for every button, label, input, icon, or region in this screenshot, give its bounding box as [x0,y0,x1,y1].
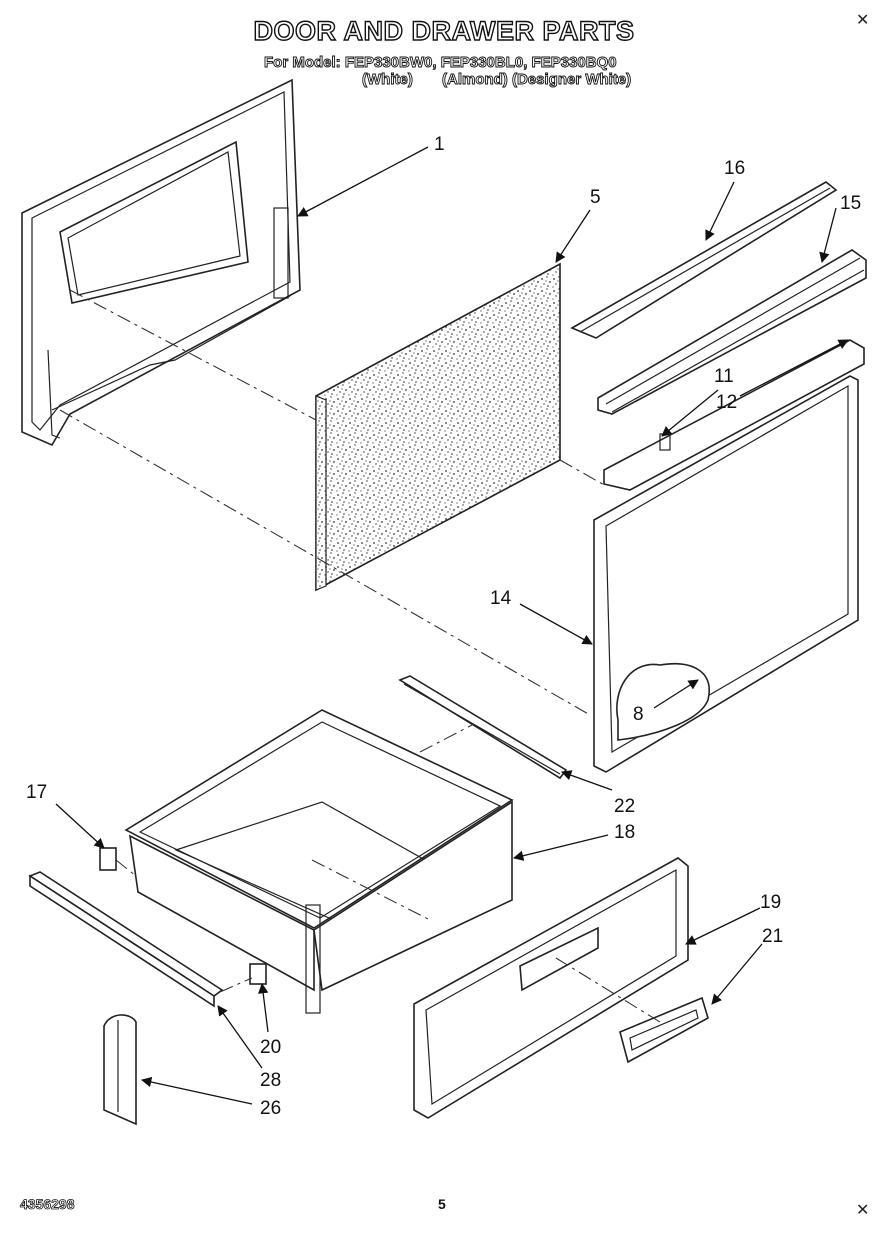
document-number: 4356298 [20,1196,75,1213]
inner-door-panel [21,78,301,447]
callout-5: 5 [590,187,601,208]
corner-mark-top-right: ✕ [856,12,870,29]
callout-14: 14 [490,588,512,609]
color-variants: (White) (Almond) (Designer White) [362,71,632,89]
callout-17: 17 [26,782,47,803]
drawer-bracket-left [99,847,117,871]
drawer-front-panel [413,857,689,1119]
callout-21: 21 [762,926,783,947]
callout-26: 26 [260,1098,281,1119]
page-number: 5 [438,1196,446,1212]
callout-22: 22 [614,796,635,817]
drawer-front-rail [28,871,224,1008]
callout-20: 20 [260,1037,281,1058]
callout-15: 15 [840,193,861,214]
door-vent-trim [597,249,867,415]
door-insulation [315,262,561,592]
corner-mark-bottom-right: ✕ [856,1202,870,1219]
callout-18: 18 [614,822,635,843]
callout-8: 8 [633,704,644,725]
drawer-body [124,709,514,1014]
door-trim-strip-top [570,181,838,339]
callout-28: 28 [260,1070,281,1091]
callout-16: 16 [724,158,745,179]
drawer-handle [619,996,709,1064]
page-title: DOOR AND DRAWER PARTS [253,15,635,46]
model-numbers: For Model: FEP330BW0, FEP330BL0, FEP330B… [264,54,618,72]
callout-19: 19 [760,892,781,913]
callout-12: 12 [716,392,737,413]
callout-1: 1 [434,134,445,155]
callout-11: 11 [714,366,734,387]
side-trim-cover [103,1014,137,1126]
drawer-bracket-right [249,963,267,985]
drawer-slide [398,675,568,780]
